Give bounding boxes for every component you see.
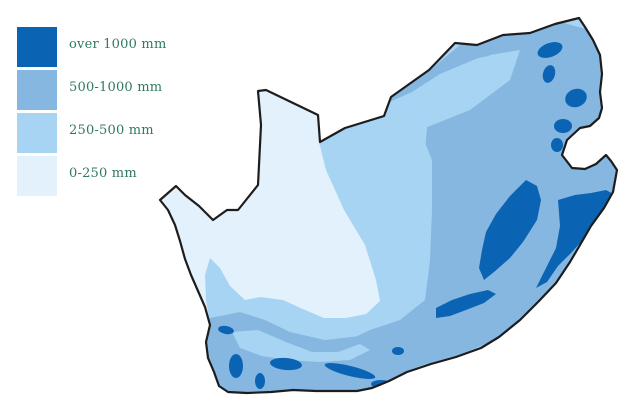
legend-item-over-1000: over 1000 mm [17,27,207,67]
legend-item-500-1000: 500-1000 mm [17,70,207,110]
legend-item-0-250: 0-250 mm [17,156,207,196]
legend-swatch-250-500 [17,113,57,153]
rainfall-zones [160,18,617,393]
zone-over-1000-north-5 [551,138,563,152]
zone-250-500-south-inlet [232,330,370,362]
zone-0-250-west [160,90,380,325]
legend-label-0-250: 0-250 mm [69,166,137,181]
zone-over-1000-south-2 [324,363,376,379]
zone-over-1000-cape-1 [218,325,234,335]
zone-over-1000-cape-2 [229,354,243,378]
country-border [158,16,619,395]
zone-over-1000-north-1 [537,42,563,58]
legend-swatch-0-250 [17,156,57,196]
zone-over-1000-escarpment [479,180,541,280]
legend-label-250-500: 250-500 mm [69,123,154,138]
zone-over-1000-south-1 [270,357,302,371]
legend-label-over-1000: over 1000 mm [69,37,167,52]
zone-500-1000-east [206,22,617,393]
zone-over-1000-north-4 [554,119,572,133]
zone-over-1000-north-2 [542,65,556,83]
zone-over-1000-south-coast-ridge [436,290,496,318]
legend-item-250-500: 250-500 mm [17,113,207,153]
zone-over-1000-south-4 [392,347,404,355]
zone-over-1000-north-3 [565,88,587,108]
legend-label-500-1000: 500-1000 mm [69,80,163,95]
zone-over-1000-cape-3 [255,373,265,389]
legend-swatch-500-1000 [17,70,57,110]
map-legend: over 1000 mm 500-1000 mm 250-500 mm 0-25… [17,27,207,199]
zone-over-1000-east-coast [536,190,615,288]
legend-swatch-over-1000 [17,27,57,67]
